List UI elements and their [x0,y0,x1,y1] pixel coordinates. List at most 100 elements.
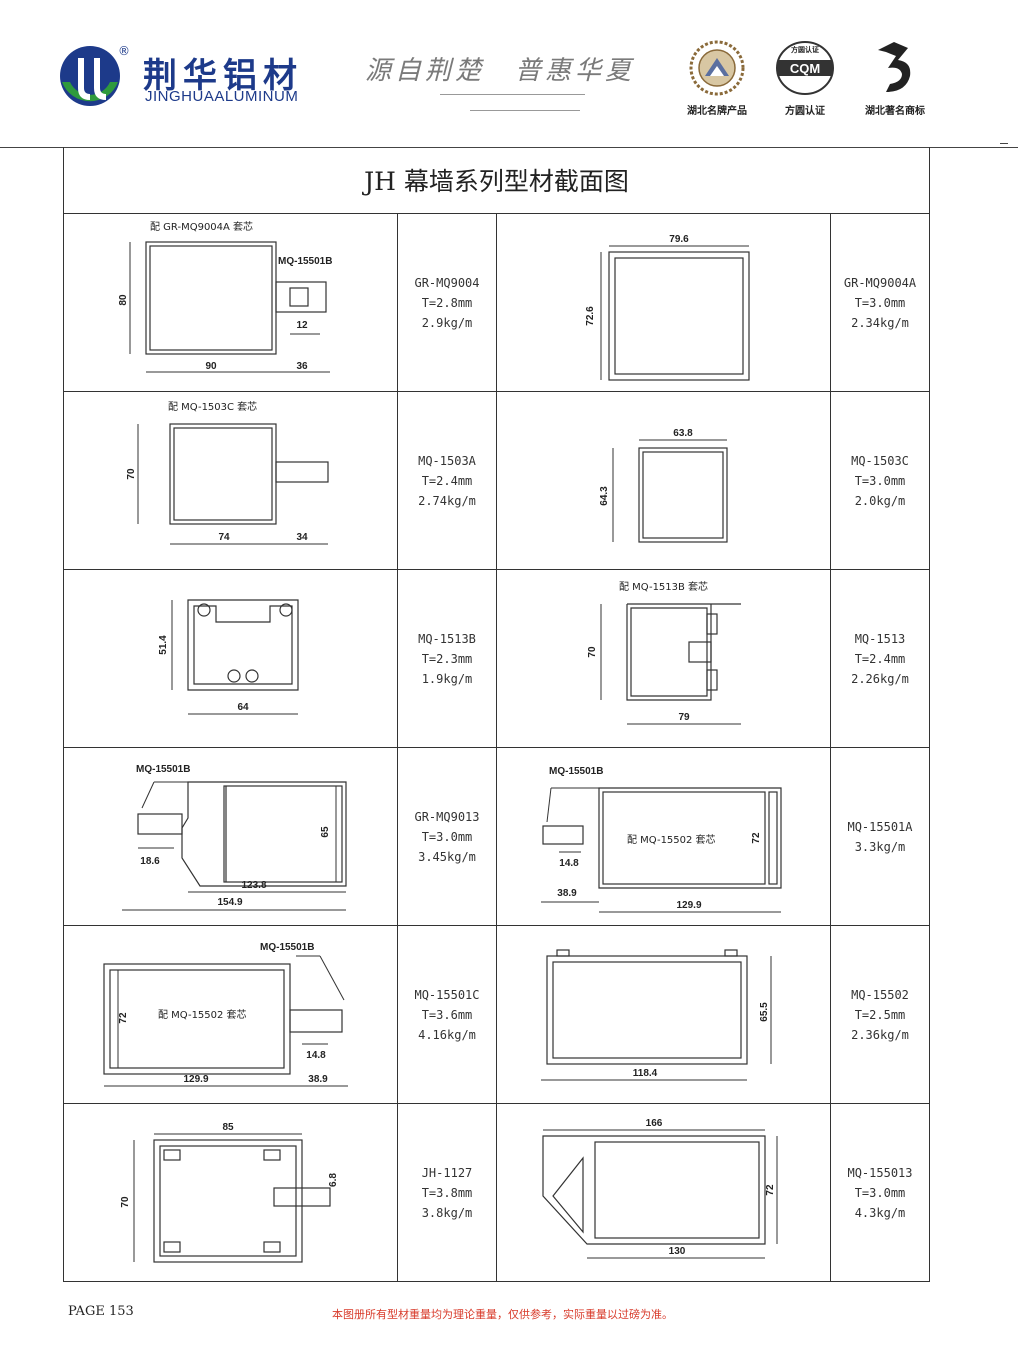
profile-thickness: T=3.0mm [854,1185,906,1200]
dim-width: 129.9 [183,1074,208,1085]
profile-spec-MQ-155013: MQ-155013 T=3.0mm 4.3kg/m [830,1103,930,1282]
profile-thickness: T=3.0mm [421,829,473,844]
dim-width: 79.6 [669,234,689,245]
dim-width: 64 [237,702,249,713]
profile-spec-MQ-15501C: MQ-15501C T=3.6mm 4.16kg/m [397,925,497,1104]
profile-drawing-MQ-1503A: 配 MQ-1503C 套芯 70 74 34 [63,391,398,570]
profile-thickness: T=2.8mm [421,295,473,310]
table-row: MQ-15501B 65 18.6 123.8 154.9 [63,747,930,926]
profile-weight: 4.3kg/m [854,1205,906,1220]
drawing-note: 配 MQ-15502 套芯 [627,833,716,846]
header-rule [0,147,1018,148]
page-title: JH 幕墙系列型材截面图 [364,167,629,196]
drawing-note: 配 MQ-1513B 套芯 [619,580,708,593]
dim-slot: 14.8 [559,858,579,869]
profile-spec-MQ-15502: MQ-15502 T=2.5mm 2.36kg/m [830,925,930,1104]
page-header: ® 荆华铝材 JINGHUAALUMINUM 源自荆楚 普惠华夏 湖北名牌产品 … [0,0,1018,140]
profile-thickness: T=3.8mm [421,1185,473,1200]
profile-code: GR-MQ9004A [843,275,917,290]
cert-label: 湖北名牌产品 [687,106,747,117]
slogan-underline [440,94,585,95]
dim-width: 118.4 [633,1068,658,1079]
profile-thickness: T=2.4mm [854,651,906,666]
dim-height: 72.6 [585,306,596,326]
profile-drawing-MQ-15501A: MQ-15501B 配 MQ-15502 套芯 72 14.8 38.9 129… [496,747,831,926]
profile-code: MQ-15502 [851,987,909,1002]
dim-width: 74 [218,532,230,543]
profile-spec-GR-MQ9004A: GR-MQ9004A T=3.0mm 2.34kg/m [830,213,930,392]
header-rule-tick [1000,143,1008,144]
profile-drawing-GR-MQ9004A: 79.6 72.6 [496,213,831,392]
profile-spec-GR-MQ9013: GR-MQ9013 T=3.0mm 3.45kg/m [397,747,497,926]
table-row: 配 GR-MQ9004A 套芯 80 90 36 12 MQ-15501B [63,213,930,392]
dim-slot: 6.8 [328,1173,339,1187]
profile-drawing-GR-MQ9004: 配 GR-MQ9004A 套芯 80 90 36 12 MQ-15501B [63,213,398,392]
profile-code: MQ-1513 [854,631,906,646]
profile-weight: 2.9kg/m [421,315,473,330]
dim-width: 90 [205,361,217,372]
profile-thickness: T=2.4mm [421,473,473,488]
profile-weight: 2.36kg/m [851,1027,909,1042]
profile-weight: 2.26kg/m [851,671,909,686]
profile-weight: 2.34kg/m [851,315,909,330]
drawing-note: 配 GR-MQ9004A 套芯 [150,220,253,233]
profile-spec-table: 配 GR-MQ9004A 套芯 80 90 36 12 MQ-15501B [63,213,930,1282]
dim-width: 79 [678,712,690,723]
dim-height: 72 [751,832,762,844]
profile-weight: 2.74kg/m [418,493,476,508]
dim-width: 85 [222,1122,234,1133]
profile-weight: 2.0kg/m [854,493,906,508]
dim-width: 166 [646,1118,663,1129]
brand-name-en: JINGHUAALUMINUM [145,88,299,105]
cqm-badge-text: CQM [790,61,820,76]
jinghua-logo-icon [60,46,120,106]
dim-height: 72 [765,1184,776,1196]
callout-label: MQ-15501B [136,764,190,775]
profile-drawing-JH-1127: 85 70 6.8 [63,1103,398,1282]
profile-code: MQ-1513B [418,631,476,646]
slogan-underline [470,110,580,111]
profile-spec-MQ-1513B: MQ-1513B T=2.3mm 1.9kg/m [397,569,497,748]
dim-height: 65.5 [759,1002,770,1022]
profile-code: GR-MQ9004 [414,275,480,290]
brand-name-cn: 荆华铝材 [143,56,303,96]
profile-drawing-MQ-15501C: MQ-15501B 72 配 MQ-15502 套芯 14.8 129.9 38… [63,925,398,1104]
profile-code: MQ-1503C [851,453,909,468]
profile-code: MQ-155013 [847,1165,913,1180]
profile-weight: 1.9kg/m [421,671,473,686]
dim-width: 63.8 [673,428,693,439]
dim-slot: 14.8 [306,1050,326,1061]
profile-thickness: T=2.3mm [421,651,473,666]
profile-drawing-MQ-1503C: 63.8 64.3 [496,391,831,570]
dim-width-2: 34 [296,532,308,543]
dim-width: 129.9 [676,900,701,911]
dim-inner-width: 123.8 [241,880,266,891]
cert-hubei-brand: 湖北名牌产品 [672,38,762,117]
slogan: 源自荆楚 普惠华夏 [365,56,636,86]
profile-spec-MQ-1503A: MQ-1503A T=2.4mm 2.74kg/m [397,391,497,570]
dim-height: 70 [120,1196,131,1208]
profile-weight: 4.16kg/m [418,1027,476,1042]
profile-spec-MQ-1503C: MQ-1503C T=3.0mm 2.0kg/m [830,391,930,570]
profile-code: GR-MQ9013 [414,809,480,824]
weight-disclaimer: 本图册所有型材重量均为理论重量，仅供参考，实际重量以过磅为准。 [332,1308,673,1321]
drawing-note: 配 MQ-15502 套芯 [158,1008,247,1021]
dim-right-width: 38.9 [308,1074,328,1085]
profile-drawing-MQ-1513B: 51.4 64 [63,569,398,748]
table-row: 配 MQ-1503C 套芯 70 74 34 MQ-1503A T=2.4mm … [63,391,930,570]
profile-thickness: T=3.0mm [854,295,906,310]
profile-code: MQ-15501C [414,987,480,1002]
dim-height: 64.3 [599,486,610,506]
callout-label: MQ-15501B [260,942,314,953]
registered-mark: ® [118,44,130,58]
cert-label: 湖北著名商标 [865,106,925,117]
cqm-certification-icon: CQM 方圆认证 [776,41,834,95]
profile-thickness: T=3.6mm [421,1007,473,1022]
dim-height: 80 [118,294,129,306]
dim-overall-width: 154.9 [217,897,242,908]
profile-drawing-GR-MQ9013: MQ-15501B 65 18.6 123.8 154.9 [63,747,398,926]
dim-height: 72 [118,1012,129,1024]
dim-height: 70 [126,468,137,480]
profile-code: MQ-1503A [418,453,476,468]
profile-weight: 3.3kg/m [854,839,906,854]
